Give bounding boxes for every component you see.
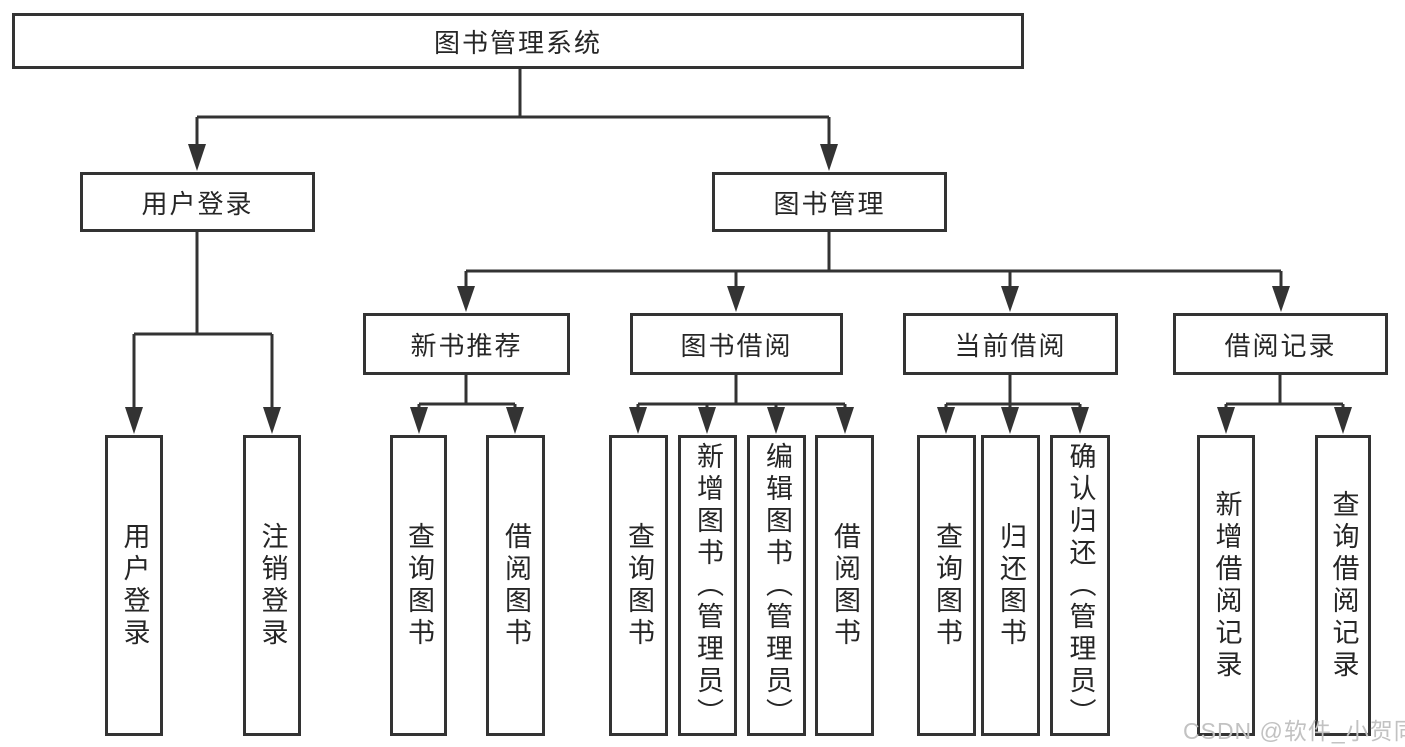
leaf-add-borrow-record: 新增借阅记录 [1197, 435, 1255, 736]
leaf-label: 新增图书（管理员） [693, 441, 723, 730]
node-current-borrowing: 当前借阅 [903, 313, 1118, 375]
node-user-login: 用户登录 [80, 172, 315, 232]
leaf-label: 查询图书 [624, 521, 654, 650]
leaf-label: 注销登录 [257, 521, 288, 650]
leaf-user-login: 用户登录 [105, 435, 163, 736]
leaf-label: 编辑图书（管理员） [762, 441, 792, 730]
leaf-label: 借阅图书 [830, 521, 860, 650]
node-new-book-recommendation: 新书推荐 [363, 313, 570, 375]
node-book-borrowing: 图书借阅 [630, 313, 843, 375]
csdn-watermark: CSDN @软件_小贺同学 [1183, 718, 1405, 744]
leaf-label: 确认归还（管理员） [1065, 441, 1096, 730]
leaf-label: 查询图书 [932, 521, 962, 650]
leaf-label: 新增借阅记录 [1211, 489, 1242, 682]
leaf-label: 查询图书 [404, 521, 434, 650]
leaf-logout: 注销登录 [243, 435, 301, 736]
leaf-edit-books-admin: 编辑图书（管理员） [747, 435, 806, 736]
leaf-label: 借阅图书 [501, 521, 531, 650]
leaf-query-books-recommend: 查询图书 [390, 435, 447, 736]
leaf-add-books-admin: 新增图书（管理员） [678, 435, 737, 736]
leaf-query-books-borrow: 查询图书 [609, 435, 668, 736]
leaf-label: 查询借阅记录 [1328, 489, 1359, 682]
leaf-borrow-books: 借阅图书 [815, 435, 874, 736]
leaf-confirm-return-admin: 确认归还（管理员） [1050, 435, 1110, 736]
leaf-return-books: 归还图书 [981, 435, 1040, 736]
node-borrowing-records: 借阅记录 [1173, 313, 1388, 375]
leaf-query-books-current: 查询图书 [917, 435, 976, 736]
leaf-label: 用户登录 [119, 521, 150, 650]
leaf-query-borrow-record: 查询借阅记录 [1315, 435, 1371, 736]
leaf-borrow-books-recommend: 借阅图书 [486, 435, 545, 736]
node-book-management: 图书管理 [712, 172, 947, 232]
leaf-label: 归还图书 [996, 521, 1026, 650]
arrowhead-icons [125, 144, 1352, 434]
node-library-system-root: 图书管理系统 [12, 13, 1024, 69]
